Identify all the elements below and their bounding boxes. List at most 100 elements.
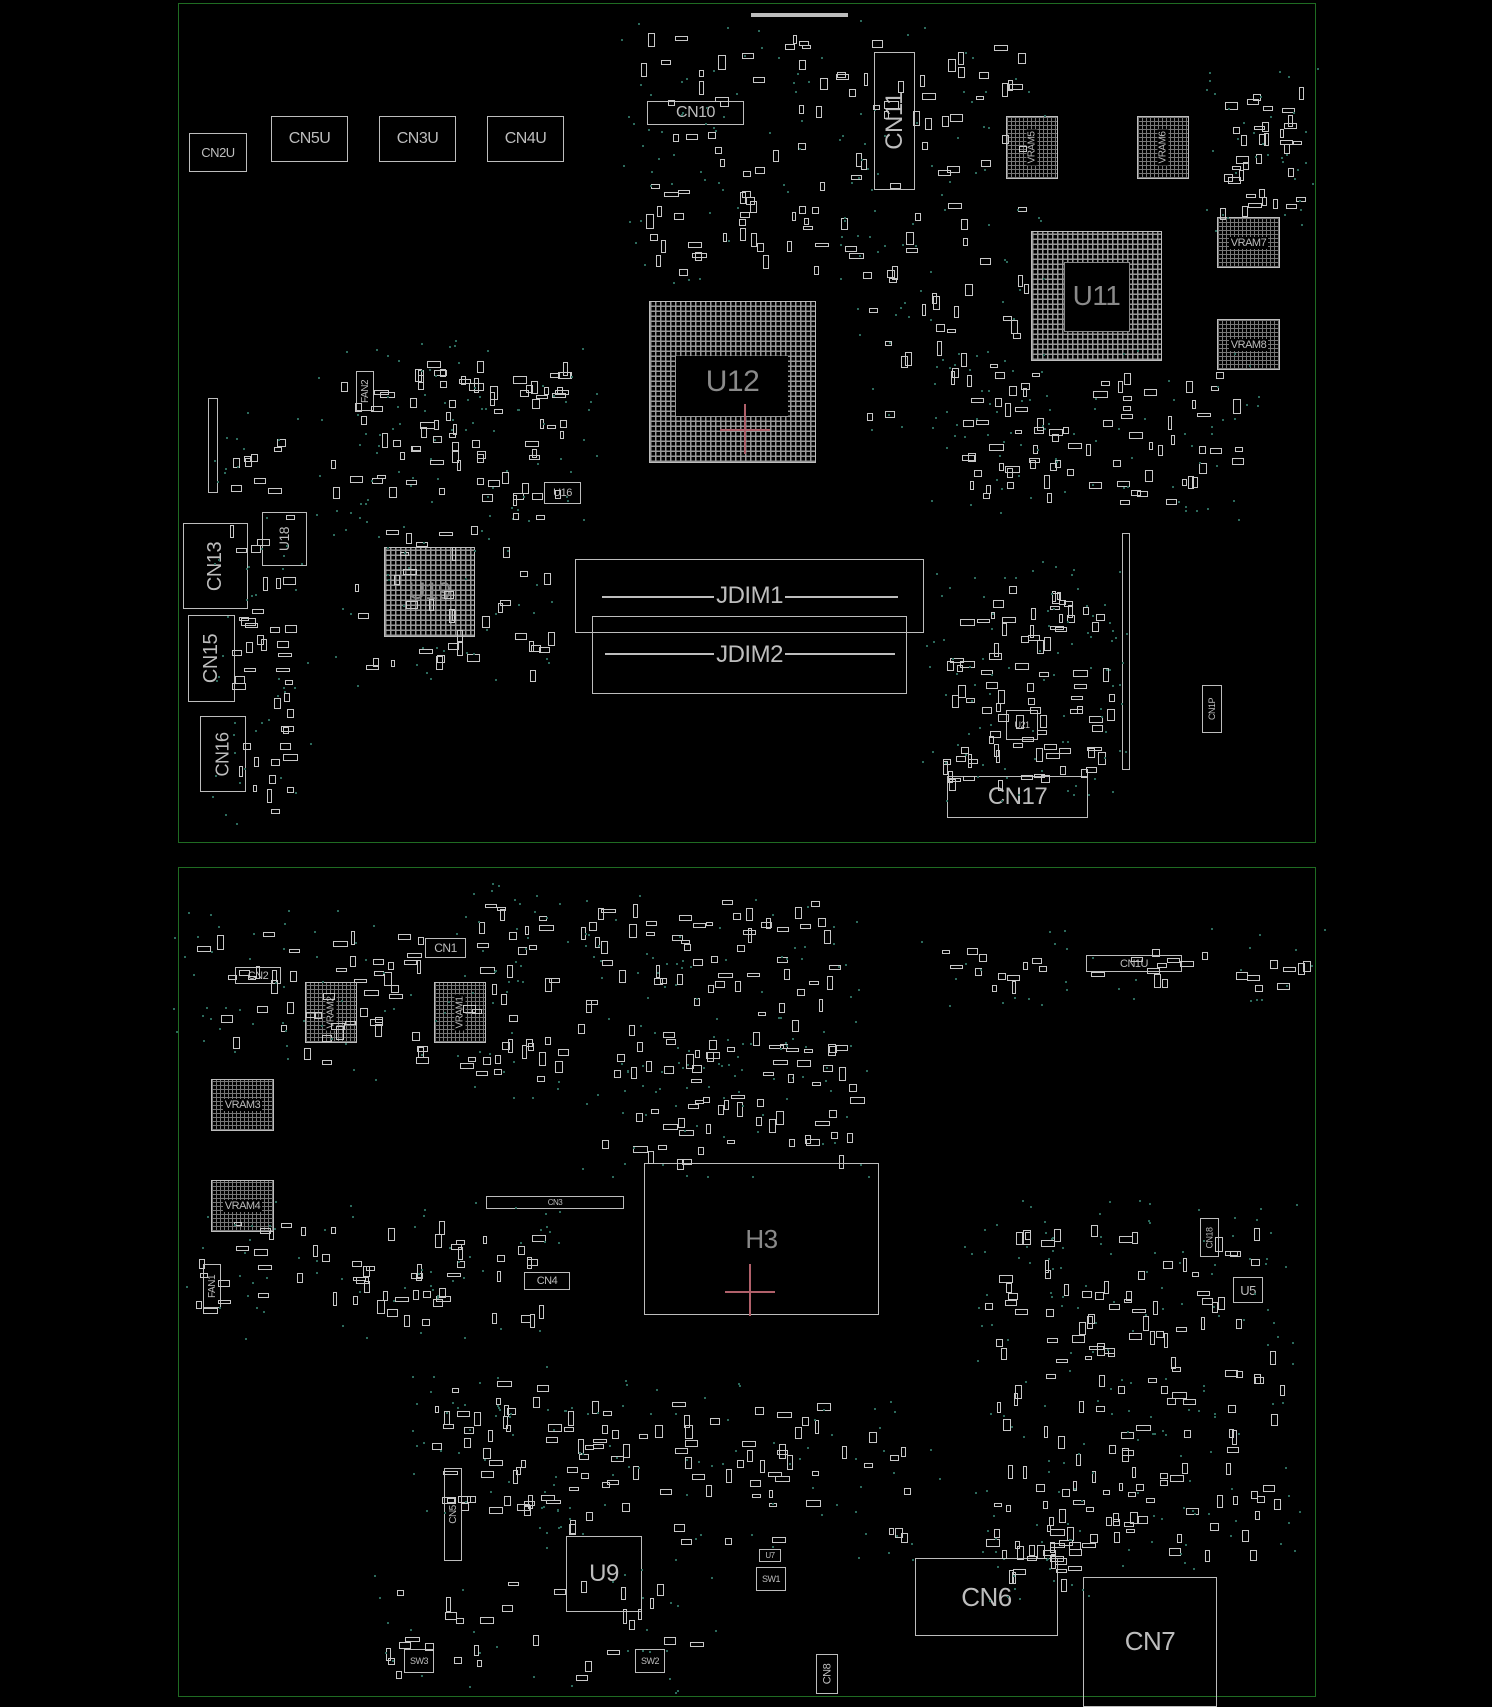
via <box>435 647 438 650</box>
smd-pad <box>283 727 289 735</box>
connector-cn17[interactable]: CN17 <box>947 776 1088 818</box>
connector-cn8[interactable]: CN8 <box>816 1654 838 1694</box>
via <box>894 313 897 316</box>
via <box>837 965 840 968</box>
via <box>392 1299 395 1302</box>
via <box>342 608 345 611</box>
smd-pad <box>399 451 406 461</box>
smd-pad <box>1046 493 1052 504</box>
connector-cn1u[interactable]: CN1U <box>1086 955 1182 972</box>
via <box>721 1065 724 1068</box>
connector-cn1[interactable]: CN1 <box>425 938 466 958</box>
via <box>545 1547 548 1550</box>
heatsink-h3[interactable]: H3 <box>644 1163 879 1316</box>
vram6[interactable]: VRAM6 <box>1137 116 1189 179</box>
smd-pad <box>787 240 793 253</box>
smd-pad <box>1228 1428 1235 1438</box>
fan2-connector[interactable]: FAN2 <box>356 371 374 411</box>
connector-cn4[interactable]: CN4 <box>524 1272 570 1290</box>
connector-cn2u[interactable]: CN2U <box>189 133 247 172</box>
dimm-slot-jdim1[interactable]: JDIM1 <box>575 559 924 633</box>
via <box>669 1602 672 1605</box>
via <box>495 1415 498 1418</box>
connector-cn16[interactable]: CN16 <box>200 716 246 792</box>
vram1[interactable]: VRAM1 <box>434 982 486 1043</box>
via <box>1281 1401 1284 1404</box>
chip-u16[interactable]: U16 <box>544 482 581 504</box>
via <box>238 782 241 785</box>
connector-cn6[interactable]: CN6 <box>915 1558 1058 1636</box>
switch-sw2[interactable]: SW2 <box>635 1649 665 1673</box>
smd-pad <box>382 433 388 449</box>
dimm-slot-jdim2[interactable]: JDIM2 <box>592 616 907 694</box>
fan1-connector[interactable]: FAN1 <box>203 1264 221 1308</box>
smd-pad <box>1051 1554 1057 1570</box>
smd-pad <box>783 968 790 980</box>
via <box>544 1491 547 1494</box>
via <box>685 77 688 80</box>
via <box>1046 1559 1049 1562</box>
chip-u19[interactable]: U19 <box>384 547 475 637</box>
vram4[interactable]: VRAM4 <box>211 1180 274 1232</box>
connector-cn5u[interactable]: CN5U <box>271 116 348 162</box>
via <box>833 942 836 945</box>
chip-u5[interactable]: U5 <box>1233 1277 1263 1303</box>
smd-pad <box>374 1024 383 1038</box>
connector-cn3u[interactable]: CN3U <box>379 116 456 162</box>
connector-cn1p[interactable]: CN1P <box>1202 685 1222 733</box>
connector-cn7[interactable]: CN7 <box>1083 1577 1217 1707</box>
smd-pad <box>1024 283 1029 294</box>
smd-pad <box>863 272 873 279</box>
via <box>677 1604 680 1607</box>
via <box>963 436 966 439</box>
smd-pad <box>680 939 690 945</box>
smd-pad <box>281 1222 293 1229</box>
via <box>468 1429 471 1432</box>
via <box>975 171 978 174</box>
chip-u11-gpu[interactable]: U11 <box>1031 231 1162 361</box>
via <box>556 1087 559 1090</box>
connector-cn13[interactable]: CN13 <box>183 523 248 609</box>
chip-u12-cpu[interactable]: U12 <box>649 301 816 463</box>
connector-cn10[interactable]: CN10 <box>647 101 744 125</box>
smd-pad <box>967 754 973 769</box>
via <box>1281 160 1284 163</box>
vram7[interactable]: VRAM7 <box>1217 217 1280 268</box>
vram3[interactable]: VRAM3 <box>211 1079 274 1131</box>
connector-cn3[interactable]: CN3 <box>486 1196 624 1209</box>
via <box>472 422 475 425</box>
vram8[interactable]: VRAM8 <box>1217 319 1280 370</box>
smd-pad <box>569 1486 579 1492</box>
switch-sw1[interactable]: SW1 <box>756 1567 786 1591</box>
smd-pad <box>1285 204 1297 209</box>
smd-pad <box>685 1424 694 1440</box>
connector-cn15[interactable]: CN15 <box>188 615 235 702</box>
via <box>982 126 985 129</box>
smd-pad <box>524 1506 532 1517</box>
via <box>650 1413 653 1416</box>
smd-pad <box>391 985 400 994</box>
via <box>771 914 774 917</box>
chip-u7[interactable]: U7 <box>759 1549 781 1562</box>
via <box>510 507 513 510</box>
via <box>1222 213 1225 216</box>
smd-pad <box>1220 207 1227 220</box>
via <box>249 1239 252 1242</box>
connector-cn5[interactable]: CN5 <box>444 1468 462 1561</box>
via <box>1203 1390 1205 1393</box>
via <box>1128 1409 1131 1412</box>
connector-cn4u[interactable]: CN4U <box>487 116 564 162</box>
via <box>287 910 290 913</box>
switch-sw3[interactable]: SW3 <box>404 1649 434 1673</box>
smd-pad <box>688 241 703 249</box>
via <box>1161 1429 1164 1432</box>
via <box>422 1441 425 1444</box>
chip-u9[interactable]: U9 <box>566 1536 642 1612</box>
connector-cn11[interactable]: CN11 <box>874 52 915 190</box>
smd-pad <box>725 1468 732 1484</box>
vram5[interactable]: VRAM5 <box>1006 116 1058 179</box>
via <box>429 1391 432 1394</box>
via <box>533 611 536 614</box>
smd-pad <box>1064 1283 1069 1297</box>
chip-u21[interactable]: U21 <box>1006 710 1038 740</box>
